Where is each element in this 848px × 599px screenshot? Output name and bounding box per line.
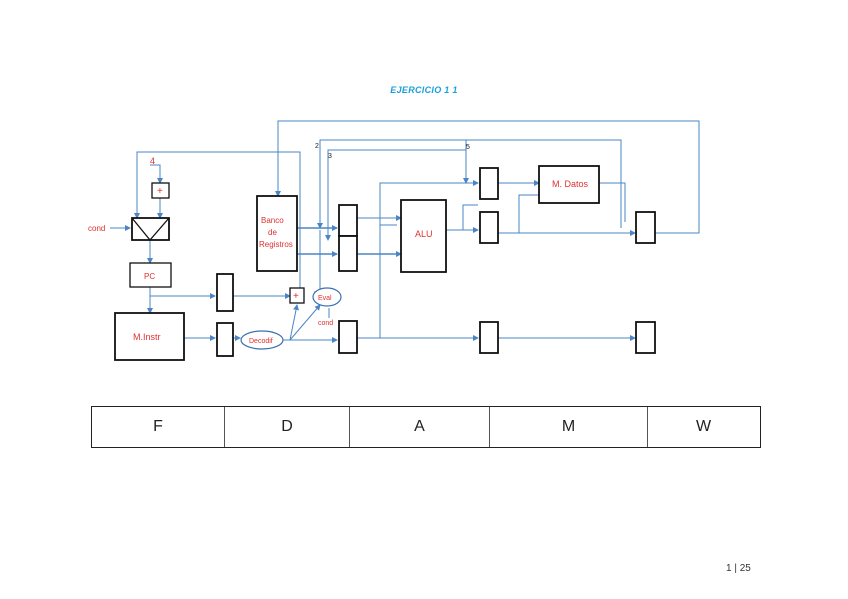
decodif-label: Decodif bbox=[249, 338, 273, 345]
bus-label-5: 5 bbox=[466, 144, 470, 151]
constant-four-label: 4 bbox=[150, 156, 155, 166]
bus-label-3: 3 bbox=[328, 153, 332, 160]
pc-register bbox=[129, 262, 172, 288]
pc-label: PC bbox=[144, 272, 155, 281]
bus-label-2: 2 bbox=[315, 143, 319, 150]
ex-mem-register-bottom bbox=[479, 321, 499, 354]
eval-unit bbox=[312, 287, 342, 307]
banco-label-2: de bbox=[268, 228, 277, 237]
page-title: EJERCICIO 1 1 bbox=[390, 85, 458, 95]
pc-mux bbox=[131, 217, 170, 242]
pc-adder-label: + bbox=[157, 186, 163, 197]
stage-cell-w: W bbox=[695, 418, 712, 435]
decoder-unit bbox=[240, 330, 284, 350]
ex-mem-register-middle bbox=[479, 211, 499, 244]
if-id-register-top bbox=[216, 273, 234, 312]
cond-label-mid: cond bbox=[318, 320, 333, 327]
data-memory bbox=[538, 165, 600, 204]
branch-adder bbox=[289, 287, 305, 304]
stage-cell-f: F bbox=[92, 407, 225, 447]
alu-label: ALU bbox=[415, 229, 433, 239]
banco-label-1: Banco bbox=[261, 216, 284, 225]
instruction-memory bbox=[114, 312, 185, 361]
eval-label: Eval bbox=[318, 295, 332, 302]
banco-label-3: Registros bbox=[259, 240, 293, 249]
register-file bbox=[256, 195, 298, 272]
id-ex-register-bottom bbox=[338, 320, 358, 354]
stage-cell-d: D bbox=[225, 407, 350, 447]
page-number: 1 | 25 bbox=[726, 563, 751, 574]
wires bbox=[110, 120, 700, 343]
id-ex-register-middle bbox=[338, 235, 358, 272]
stage-cell-a: A bbox=[350, 407, 490, 447]
m-instr-label: M.Instr bbox=[133, 332, 161, 342]
branch-adder-label: + bbox=[293, 291, 299, 302]
id-ex-register-top bbox=[338, 204, 358, 237]
cond-label-left: cond bbox=[88, 224, 105, 233]
mem-wb-register-top bbox=[635, 211, 656, 244]
pc-adder bbox=[151, 182, 170, 199]
pipeline-stage-table: F D A M W bbox=[91, 406, 761, 448]
alu bbox=[400, 199, 447, 273]
mem-wb-register-bottom bbox=[635, 321, 656, 354]
if-id-register-bottom bbox=[216, 322, 234, 357]
components: 4 + cond PC M.Instr Banco de Registros +… bbox=[88, 143, 656, 361]
m-datos-label: M. Datos bbox=[552, 179, 589, 189]
ex-mem-register-top bbox=[479, 167, 499, 200]
stage-cell-m: M bbox=[490, 407, 648, 447]
